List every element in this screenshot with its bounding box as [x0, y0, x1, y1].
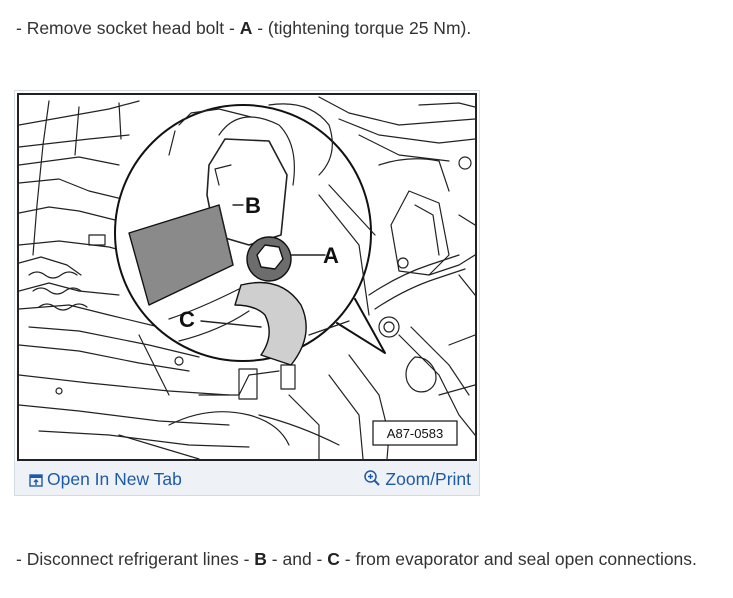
label-a: A	[323, 243, 339, 268]
label-b: B	[245, 193, 261, 218]
instruction-step-remove-bolt: - Remove socket head bolt - A - (tighten…	[16, 18, 472, 38]
zoom-in-icon	[364, 470, 381, 486]
figure-card: B A C A87-0583 Open In New Tab Zoom/Prin…	[14, 90, 480, 496]
label-c: C	[179, 307, 195, 332]
instruction-step-disconnect-lines: - Disconnect refrigerant lines - B - and…	[16, 549, 697, 569]
zoom-print-link[interactable]: Zoom/Print	[363, 468, 471, 490]
ref-b: B	[254, 549, 267, 569]
ref-c: C	[327, 549, 340, 569]
figure-code: A87-0583	[387, 426, 443, 441]
open-new-tab-icon	[29, 474, 43, 487]
engine-bay-drawing: B A C A87-0583	[19, 96, 475, 459]
ref-a: A	[239, 18, 253, 38]
open-in-new-tab-link[interactable]: Open In New Tab	[29, 468, 182, 490]
figure-footer: Open In New Tab Zoom/Print	[15, 461, 479, 495]
technical-illustration: B A C A87-0583	[17, 93, 477, 461]
figure-code-box	[372, 420, 458, 446]
